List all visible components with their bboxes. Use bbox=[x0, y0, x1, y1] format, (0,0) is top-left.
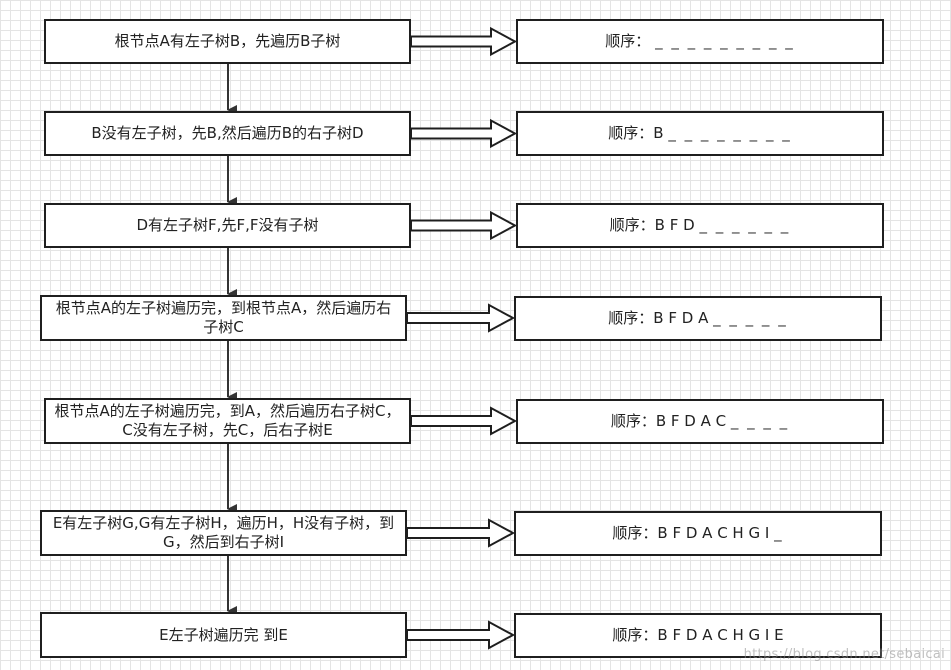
result-box-7: 顺序：B F D A C H G I E bbox=[514, 613, 882, 658]
result-blank-5: _ _ _ _ bbox=[730, 412, 790, 430]
block-arrow-6 bbox=[406, 518, 516, 548]
block-arrow-3 bbox=[410, 210, 518, 241]
step-text-5: 根节点A的左子树遍历完，到A，然后遍历右子树C，C没有左子树，先C，后右子树E bbox=[54, 402, 401, 439]
step-box-2: B没有左子树，先B,然后遍历B的右子树D bbox=[44, 111, 411, 156]
result-order-7: 顺序：B F D A C H G I E bbox=[612, 626, 784, 644]
result-box-2: 顺序：B _ _ _ _ _ _ _ _ bbox=[516, 111, 884, 156]
step-box-6: E有左子树G,G有左子树H，遍历H，H没有子树，到G，然后到右子树I bbox=[40, 510, 407, 556]
block-arrow-1 bbox=[410, 26, 518, 57]
step-text-3: D有左子树F,先F,F没有子树 bbox=[136, 216, 319, 234]
block-arrow-4 bbox=[406, 303, 516, 333]
result-order-6: 顺序：B F D A C H G I bbox=[612, 524, 770, 542]
step-box-1: 根节点A有左子树B，先遍历B子树 bbox=[44, 19, 411, 64]
step-box-7: E左子树遍历完 到E bbox=[40, 612, 407, 658]
result-order-4: 顺序：B F D A bbox=[608, 309, 709, 327]
result-box-5: 顺序：B F D A C _ _ _ _ bbox=[516, 399, 884, 444]
watermark-url: https://blog.csdn.net/sebaicai bbox=[743, 647, 945, 662]
step-box-5: 根节点A的左子树遍历完，到A，然后遍历右子树C，C没有左子树，先C，后右子树E bbox=[44, 398, 411, 444]
result-box-4: 顺序：B F D A _ _ _ _ _ bbox=[514, 296, 882, 341]
result-order-2: 顺序：B bbox=[608, 124, 664, 142]
step-box-4: 根节点A的左子树遍历完，到根节点A，然后遍历右子树C bbox=[40, 295, 407, 341]
result-blank-2: _ _ _ _ _ _ _ _ bbox=[668, 124, 792, 142]
result-blank-3: _ _ _ _ _ _ bbox=[699, 216, 791, 234]
result-blank-4: _ _ _ _ _ bbox=[713, 309, 788, 327]
result-box-3: 顺序：B F D _ _ _ _ _ _ bbox=[516, 203, 884, 248]
result-order-5: 顺序：B F D A C bbox=[610, 412, 727, 430]
block-arrow-7 bbox=[406, 620, 516, 650]
result-box-1: 顺序： _ _ _ _ _ _ _ _ _ bbox=[516, 19, 884, 64]
step-text-1: 根节点A有左子树B，先遍历B子树 bbox=[114, 32, 341, 50]
result-blank-1: _ _ _ _ _ _ _ _ _ bbox=[655, 32, 795, 50]
block-arrow-2 bbox=[410, 118, 518, 149]
step-box-3: D有左子树F,先F,F没有子树 bbox=[44, 203, 411, 248]
result-box-6: 顺序：B F D A C H G I _ bbox=[514, 511, 882, 556]
block-arrow-5 bbox=[410, 406, 518, 436]
step-text-7: E左子树遍历完 到E bbox=[159, 625, 288, 644]
step-text-6: E有左子树G,G有左子树H，遍历H，H没有子树，到G，然后到右子树I bbox=[52, 514, 395, 551]
result-blank-6: _ bbox=[774, 524, 784, 542]
step-text-4: 根节点A的左子树遍历完，到根节点A，然后遍历右子树C bbox=[55, 299, 392, 336]
result-order-3: 顺序：B F D bbox=[609, 216, 695, 234]
result-order-1: 顺序： bbox=[605, 32, 651, 50]
step-text-2: B没有左子树，先B,然后遍历B的右子树D bbox=[91, 124, 364, 142]
